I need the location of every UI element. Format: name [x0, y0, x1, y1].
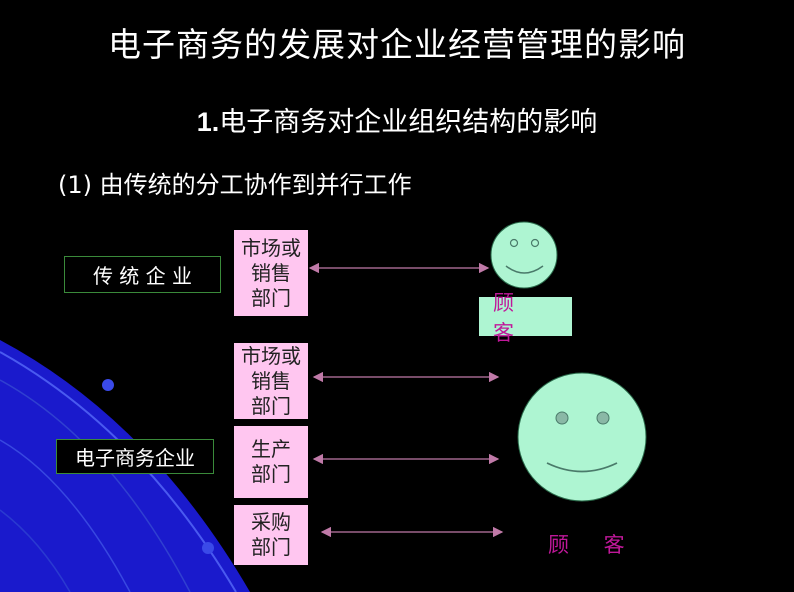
decorative-dot	[102, 379, 114, 391]
ecommerce-enterprise-label: 电子商务企业	[56, 439, 214, 474]
slide-title: 电子商务的发展对企业经营管理的影响	[108, 25, 686, 64]
ecommerce-production-dept: 生产 部门	[234, 426, 308, 498]
decorative-dot	[202, 542, 214, 554]
ecommerce-sales-dept: 市场或 销售 部门	[234, 343, 308, 419]
traditional-sales-dept: 市场或 销售 部门	[234, 230, 308, 316]
ecommerce-purchasing-dept: 采购 部门	[234, 505, 308, 565]
section-text: 电子商务对企业组织结构的影响	[219, 107, 598, 138]
sub-point: (1) 由传统的分工协作到并行工作	[58, 171, 412, 199]
large-smiley-icon	[517, 372, 647, 502]
section-number: 1.	[196, 107, 220, 137]
section-heading: 1.电子商务对企业组织结构的影响	[0, 100, 794, 139]
traditional-customer-label: 顾 客	[479, 291, 572, 345]
small-smiley-icon	[490, 221, 558, 289]
ecommerce-customer-label: 顾 客	[548, 533, 639, 557]
traditional-enterprise-label: 传 统 企 业	[64, 256, 221, 293]
